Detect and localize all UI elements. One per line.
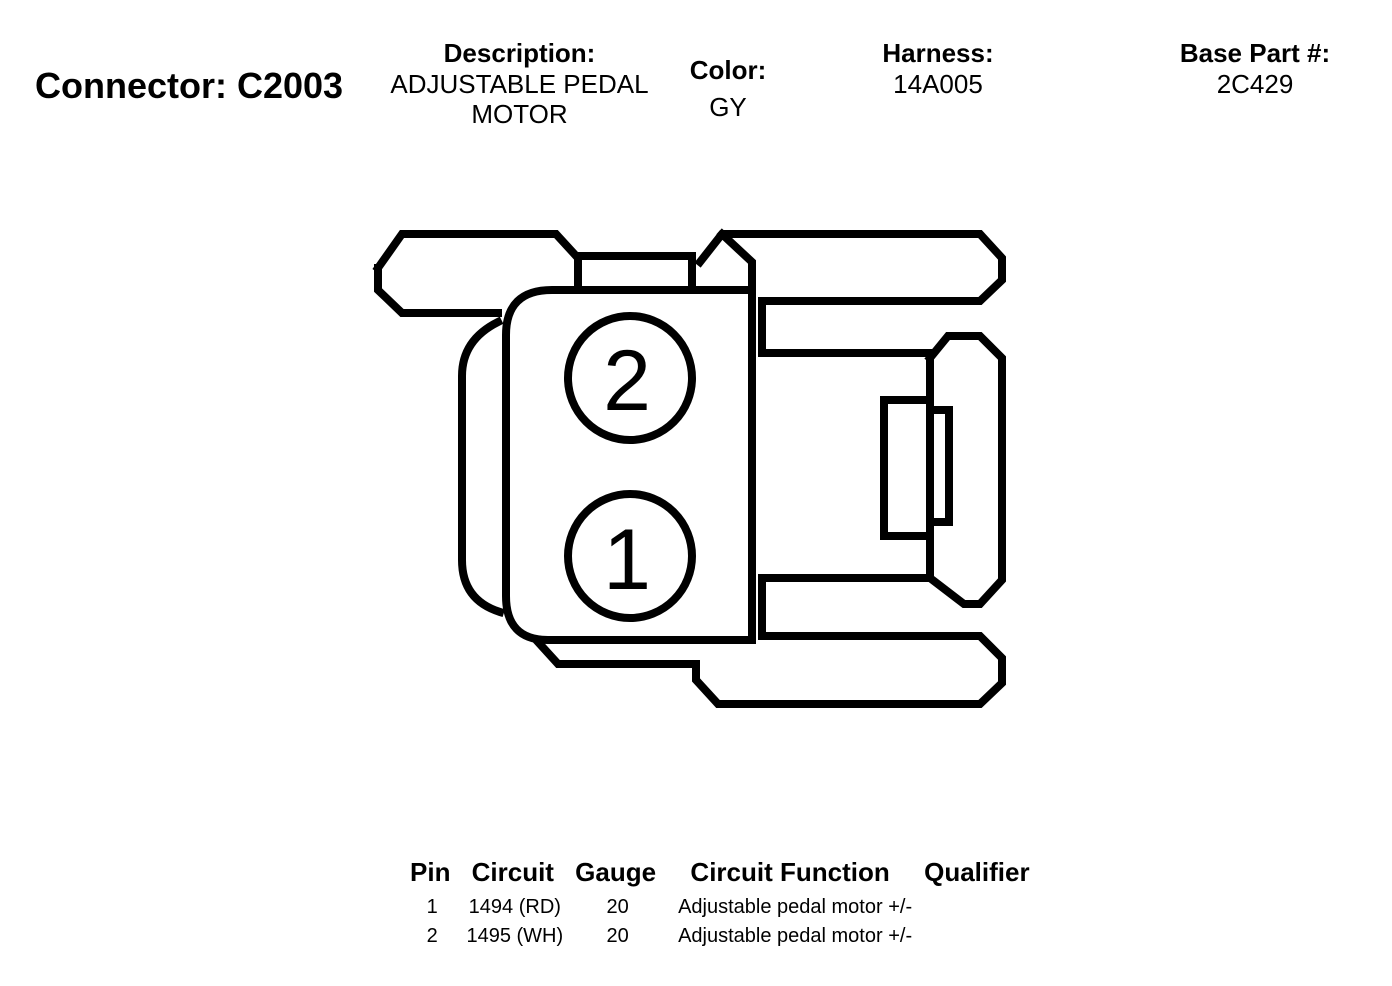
latch-tab-top-left — [372, 230, 582, 317]
harness-block: Harness: 14A005 — [840, 38, 1036, 99]
left-shroud — [458, 316, 506, 618]
color-block: Color: GY — [668, 55, 788, 122]
description-block: Description: ADJUSTABLE PEDAL MOTOR — [372, 38, 667, 130]
pin-2-label: 2 — [603, 333, 651, 429]
right-latch-inner — [926, 406, 953, 526]
table-row: 2 1495 (WH) 20 Adjustable pedal motor +/… — [404, 922, 1040, 951]
cell-circuit: 1494 (RD) — [468, 896, 561, 918]
arm-top-right — [694, 230, 1006, 357]
cell-gauge: 20 — [606, 896, 629, 918]
col-qualifier: Qualifier — [924, 857, 1030, 887]
table-header-row: Pin Circuit Gauge Circuit Function Quali… — [404, 857, 1040, 893]
harness-value: 14A005 — [893, 68, 983, 99]
pin-table: Pin Circuit Gauge Circuit Function Quali… — [404, 857, 1040, 951]
pin-1-cavity — [564, 490, 696, 622]
description-line-1: ADJUSTABLE PEDAL — [390, 68, 649, 99]
arm-bottom-right — [532, 574, 1006, 708]
base-part-value: 2C429 — [1216, 68, 1294, 99]
base-part-block: Base Part #: 2C429 — [1140, 38, 1370, 99]
pin-1-label: 1 — [603, 512, 651, 608]
connector-title: Connector: C2003 — [35, 65, 344, 106]
main-housing — [502, 286, 756, 644]
description-label: Description: — [443, 38, 596, 68]
col-pin: Pin — [410, 857, 451, 887]
base-part-label: Base Part #: — [1179, 38, 1331, 68]
col-gauge: Gauge — [575, 857, 657, 887]
col-circuit: Circuit — [471, 857, 554, 887]
cell-gauge: 20 — [606, 925, 629, 947]
cell-pin: 1 — [426, 896, 438, 918]
cell-circuit: 1495 (WH) — [466, 925, 564, 947]
cell-qualifier — [918, 922, 1039, 951]
arm-top-right-inner — [716, 228, 756, 296]
pin-2-cavity — [564, 312, 696, 444]
col-circuit-function: Circuit Function — [690, 857, 890, 887]
cell-qualifier — [918, 893, 1039, 922]
color-value: GY — [709, 91, 747, 122]
right-latch-outer — [880, 396, 934, 540]
cell-function: Adjustable pedal motor +/- — [678, 896, 913, 918]
right-clip — [924, 332, 1006, 608]
color-label: Color: — [689, 55, 767, 85]
top-bridge — [574, 252, 696, 294]
cell-function: Adjustable pedal motor +/- — [678, 925, 913, 947]
harness-label: Harness: — [882, 38, 994, 68]
cell-pin: 2 — [426, 925, 438, 947]
table-row: 1 1494 (RD) 20 Adjustable pedal motor +/… — [404, 893, 1040, 922]
description-line-2: MOTOR — [471, 99, 568, 130]
